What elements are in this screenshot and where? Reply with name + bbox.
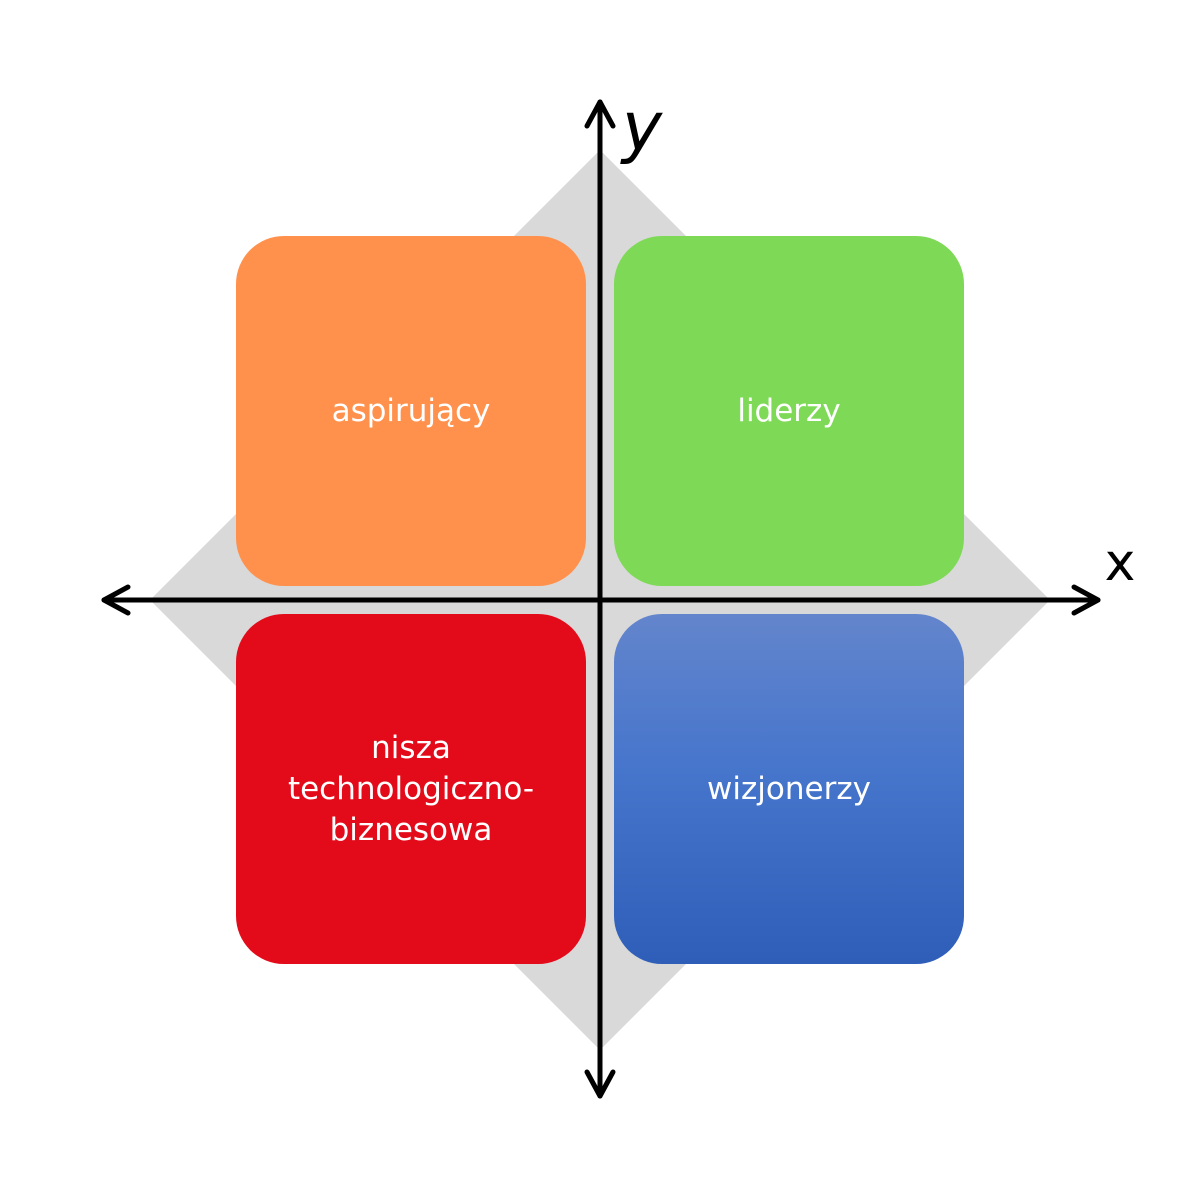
x-axis-left-arrow-icon	[101, 584, 131, 616]
quadrant-label: wizjonerzy	[707, 770, 871, 807]
quadrant-label: liderzy	[737, 392, 841, 429]
quadrant-aspirujacy: aspirujący	[236, 236, 586, 586]
quadrant-label-line: biznesowa	[329, 811, 493, 848]
x-axis-label: x	[1105, 533, 1136, 593]
quadrant-liderzy: liderzy	[614, 236, 964, 586]
quadrant-label-line: nisza	[371, 729, 451, 766]
y-axis-label: y	[620, 88, 663, 167]
quadrant-label: aspirujący	[331, 392, 491, 429]
y-axis-down-arrow-icon	[584, 1069, 616, 1099]
quadrant-wizjonerzy: wizjonerzy	[614, 614, 964, 964]
quadrant-label-line: technologiczno-	[287, 770, 535, 807]
y-axis-up-arrow-icon	[584, 99, 616, 129]
quadrant-nisza: nisza technologiczno- biznesowa	[236, 614, 586, 964]
x-axis-right-arrow-icon	[1071, 584, 1101, 616]
